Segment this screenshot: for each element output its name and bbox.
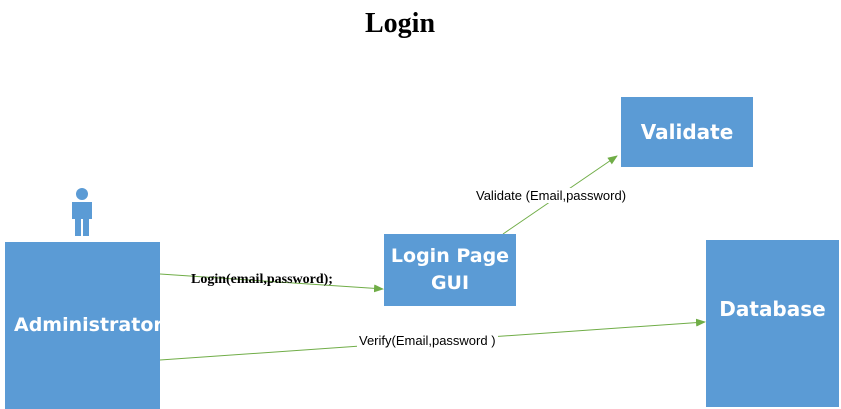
login-page-gui-box: Login Page GUI <box>384 234 516 306</box>
edge-label-validate: Validate (Email,password) <box>474 188 629 203</box>
login-page-gui-label: Login Page GUI <box>390 245 510 294</box>
administrator-label: Administrator <box>14 314 163 336</box>
database-label: Database <box>719 297 826 321</box>
person-icon <box>72 188 92 236</box>
edge-login-arrow <box>159 273 384 293</box>
edge-label-login: Login(email,password); <box>191 272 333 287</box>
administrator-box: Administrator <box>5 242 163 409</box>
edge-label-verify: Verify(Email,password ) <box>357 333 498 348</box>
validate-box: Validate <box>621 97 753 167</box>
database-box: Database <box>706 240 839 407</box>
validate-label: Validate <box>640 120 734 144</box>
diagram-title: Login <box>364 8 436 39</box>
